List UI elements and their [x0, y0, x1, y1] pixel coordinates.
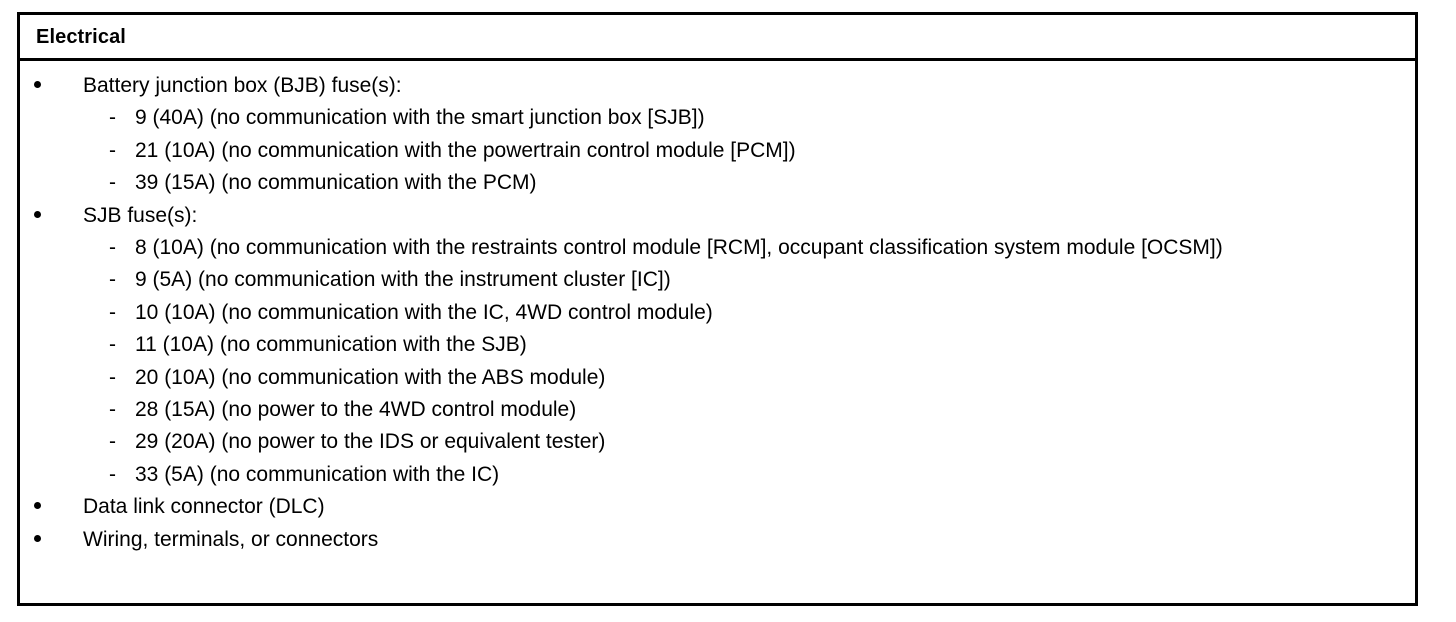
table-body-row: Battery junction box (BJB) fuse(s): - 9 …	[20, 61, 1415, 556]
list-item-row: - 33 (5A) (no communication with the IC)	[20, 459, 1415, 491]
list-item-row: - 9 (5A) (no communication with the inst…	[20, 264, 1415, 296]
list-item-label: 33 (5A) (no communication with the IC)	[135, 462, 500, 486]
list-item-label: 9 (40A) (no communication with the smart…	[135, 106, 705, 130]
list-item-label: 9 (5A) (no communication with the instru…	[135, 268, 671, 292]
list-item-label: Battery junction box (BJB) fuse(s):	[83, 74, 402, 97]
list-item-row: Data link connector (DLC)	[20, 491, 1415, 523]
list-item: Wiring, terminals, or connectors	[20, 524, 1415, 556]
list-item: Data link connector (DLC)	[20, 491, 1415, 523]
list-item-label: Wiring, terminals, or connectors	[83, 527, 379, 551]
list-item: SJB fuse(s): - 8 (10A) (no communication…	[20, 200, 1415, 492]
list-item-row: - 21 (10A) (no communication with the po…	[20, 135, 1415, 167]
table-header-title: Electrical	[36, 25, 126, 48]
list-item-label: 10 (10A) (no communication with the IC, …	[135, 300, 713, 324]
sub-list: - 8 (10A) (no communication with the res…	[20, 232, 1415, 491]
list-item: - 9 (5A) (no communication with the inst…	[20, 264, 1415, 296]
dash-icon: -	[109, 333, 116, 357]
list-item-label: 29 (20A) (no power to the IDS or equival…	[135, 430, 606, 454]
bullet-icon	[34, 524, 48, 556]
dash-icon: -	[109, 236, 116, 260]
list-item-label: Data link connector (DLC)	[83, 495, 325, 519]
list-item: - 8 (10A) (no communication with the res…	[20, 232, 1415, 264]
bullet-icon	[34, 70, 48, 102]
sub-list: - 9 (40A) (no communication with the sma…	[20, 102, 1415, 199]
list-item-row: - 8 (10A) (no communication with the res…	[20, 232, 1415, 264]
dash-icon: -	[109, 430, 116, 454]
list-item: - 33 (5A) (no communication with the IC)	[20, 459, 1415, 491]
list-item-row: Battery junction box (BJB) fuse(s):	[20, 70, 1415, 102]
electrical-table: Electrical Battery junction box (BJB) fu…	[17, 12, 1418, 606]
bullet-icon	[34, 200, 48, 232]
list-item-row: - 28 (15A) (no power to the 4WD control …	[20, 394, 1415, 426]
dash-icon: -	[109, 300, 116, 324]
list-item-label: 28 (15A) (no power to the 4WD control mo…	[135, 398, 577, 422]
list-item-label: 11 (10A) (no communication with the SJB)	[135, 333, 527, 357]
list-item: - 10 (10A) (no communication with the IC…	[20, 297, 1415, 329]
list-item: - 28 (15A) (no power to the 4WD control …	[20, 394, 1415, 426]
list-item-row: - 39 (15A) (no communication with the PC…	[20, 167, 1415, 199]
list-item-label: 20 (10A) (no communication with the ABS …	[135, 365, 606, 389]
list-item-row: - 9 (40A) (no communication with the sma…	[20, 102, 1415, 134]
component-list: Battery junction box (BJB) fuse(s): - 9 …	[20, 70, 1415, 556]
list-item: - 39 (15A) (no communication with the PC…	[20, 167, 1415, 199]
list-item-row: SJB fuse(s):	[20, 200, 1415, 232]
list-item-label: SJB fuse(s):	[83, 203, 198, 227]
list-item-row: - 11 (10A) (no communication with the SJ…	[20, 329, 1415, 361]
list-item: - 21 (10A) (no communication with the po…	[20, 135, 1415, 167]
list-item-row: - 10 (10A) (no communication with the IC…	[20, 297, 1415, 329]
dash-icon: -	[109, 171, 116, 195]
table-header-row: Electrical	[20, 15, 1415, 61]
bullet-icon	[34, 491, 48, 523]
dash-icon: -	[109, 106, 116, 130]
list-item: Battery junction box (BJB) fuse(s): - 9 …	[20, 70, 1415, 200]
list-item: - 9 (40A) (no communication with the sma…	[20, 102, 1415, 134]
dash-icon: -	[109, 365, 116, 389]
list-item-row: Wiring, terminals, or connectors	[20, 524, 1415, 556]
list-item-label: 21 (10A) (no communication with the powe…	[135, 138, 796, 162]
dash-icon: -	[109, 138, 116, 162]
list-item-label: 8 (10A) (no communication with the restr…	[135, 236, 1223, 260]
list-item: - 20 (10A) (no communication with the AB…	[20, 362, 1415, 394]
list-item: - 29 (20A) (no power to the IDS or equiv…	[20, 426, 1415, 458]
dash-icon: -	[109, 268, 116, 292]
list-item-row: - 29 (20A) (no power to the IDS or equiv…	[20, 426, 1415, 458]
dash-icon: -	[109, 462, 116, 486]
dash-icon: -	[109, 398, 116, 422]
list-item: - 11 (10A) (no communication with the SJ…	[20, 329, 1415, 361]
list-item-label: 39 (15A) (no communication with the PCM)	[135, 171, 537, 195]
list-item-row: - 20 (10A) (no communication with the AB…	[20, 362, 1415, 394]
